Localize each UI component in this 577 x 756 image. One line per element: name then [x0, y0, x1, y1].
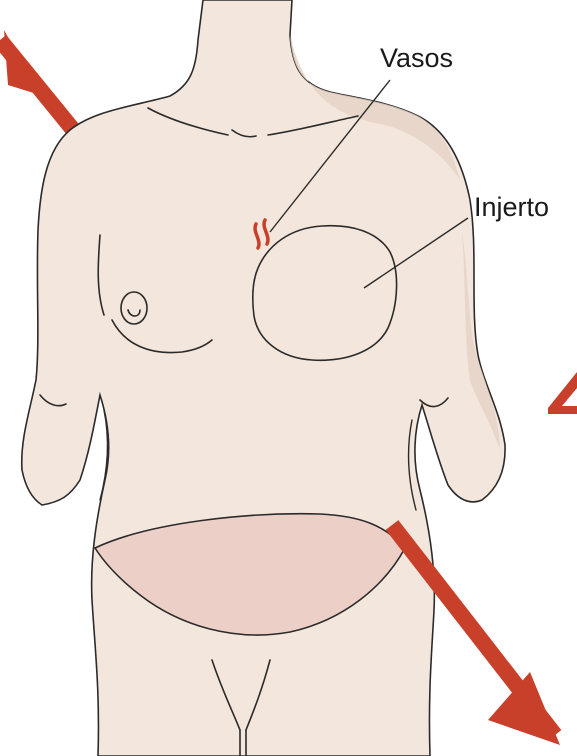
graft-label: Injerto — [474, 192, 549, 222]
body-silhouette — [22, 0, 505, 756]
torso — [22, 0, 505, 756]
arrow-fragment-icon — [548, 372, 577, 414]
graft-flap — [253, 226, 397, 361]
vessels-label: Vasos — [380, 43, 453, 73]
areola — [121, 292, 147, 324]
